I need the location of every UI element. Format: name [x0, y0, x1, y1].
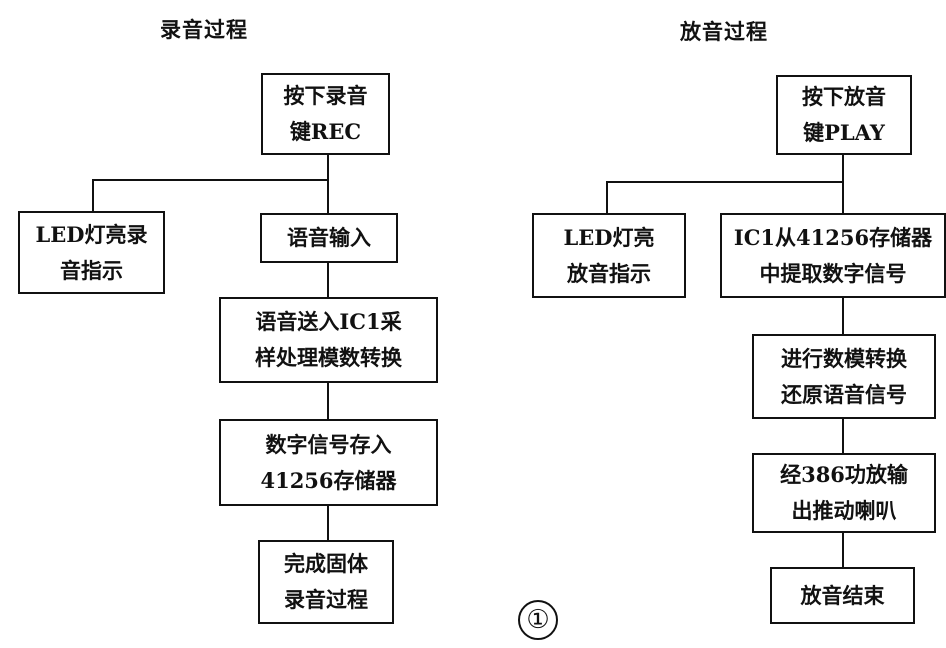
- box-line: 经386功放输: [780, 462, 908, 487]
- box-line: 放音指示: [566, 260, 651, 286]
- figure-number: ①: [518, 600, 558, 640]
- box-line: 录音过程: [284, 587, 368, 612]
- box-line: 按下录音: [283, 83, 368, 108]
- box-line: 键REC: [289, 119, 362, 144]
- playback-end-box: 放音结束: [770, 567, 915, 624]
- connector: [842, 418, 844, 454]
- connector: [842, 154, 844, 182]
- box-line: 语音输入: [287, 225, 371, 250]
- press-rec-key-box: 按下录音 键REC: [261, 73, 390, 155]
- box-line: 样处理模数转换: [255, 345, 402, 370]
- box-line: 进行数模转换: [781, 345, 907, 371]
- connector: [842, 532, 844, 568]
- playback-process-title: 放音过程: [680, 19, 768, 44]
- connector: [92, 179, 94, 211]
- connector: [327, 179, 329, 213]
- connector: [92, 179, 329, 181]
- press-play-key-box: 按下放音 键PLAY: [776, 75, 912, 155]
- box-line: LED灯亮录: [35, 221, 148, 247]
- amplifier-speaker-box: 经386功放输 出推动喇叭: [752, 453, 936, 533]
- adc-sampling-box: 语音送入IC1采 样处理模数转换: [219, 297, 438, 383]
- connector: [842, 297, 844, 335]
- box-line: 键PLAY: [803, 120, 885, 145]
- box-line: 出推动喇叭: [791, 498, 897, 523]
- connector: [606, 181, 844, 183]
- box-line: 完成固体: [284, 551, 368, 576]
- store-digital-signal-box: 数字信号存入 41256存储器: [219, 419, 438, 506]
- box-line: IC1从41256存储器: [733, 224, 933, 250]
- connector: [327, 154, 329, 180]
- voice-input-box: 语音输入: [260, 213, 398, 263]
- box-line: 还原语音信号: [781, 381, 907, 407]
- connector: [327, 505, 329, 541]
- connector: [842, 181, 844, 214]
- led-record-indicator-box: LED灯亮录 音指示: [18, 211, 165, 294]
- led-playback-indicator-box: LED灯亮 放音指示: [532, 213, 686, 298]
- record-complete-box: 完成固体 录音过程: [258, 540, 394, 624]
- box-line: 语音送入IC1采: [255, 309, 402, 334]
- box-line: LED灯亮: [563, 224, 655, 250]
- connector: [327, 262, 329, 298]
- box-line: 中提取数字信号: [759, 260, 907, 286]
- box-line: 数字信号存入: [265, 431, 392, 457]
- box-line: 放音结束: [800, 582, 885, 608]
- box-line: 41256存储器: [260, 467, 397, 493]
- dac-restore-box: 进行数模转换 还原语音信号: [752, 334, 936, 419]
- connector: [327, 382, 329, 420]
- extract-digital-signal-box: IC1从41256存储器 中提取数字信号: [720, 213, 946, 298]
- record-process-title: 录音过程: [160, 17, 248, 42]
- box-line: 按下放音: [802, 84, 886, 109]
- connector: [606, 181, 608, 214]
- box-line: 音指示: [59, 257, 123, 283]
